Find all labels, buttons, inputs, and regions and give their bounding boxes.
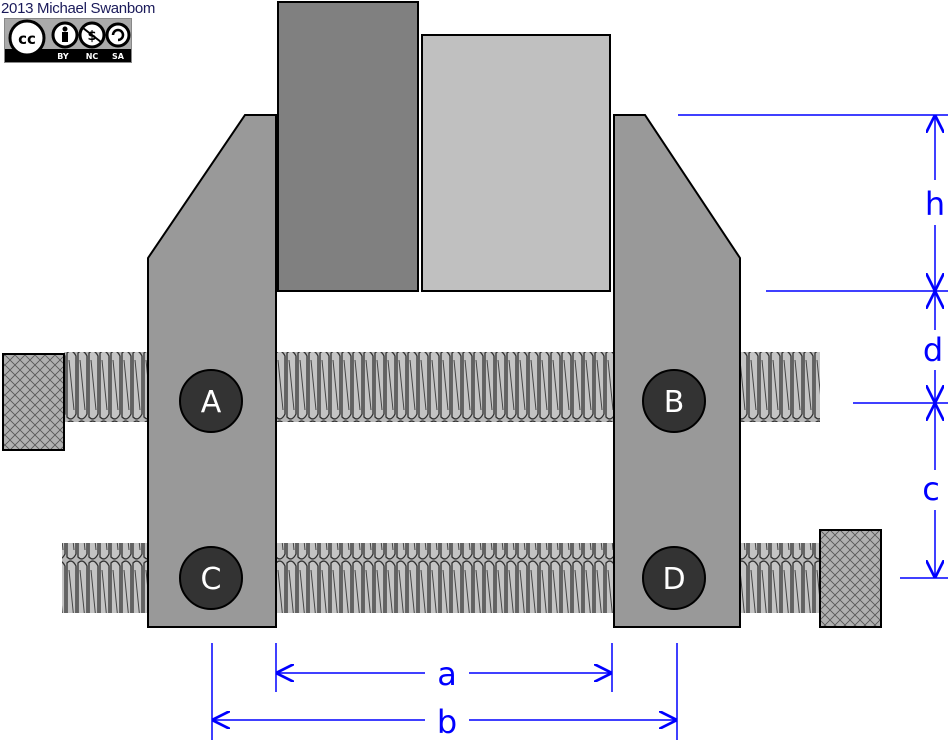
- copyright-credit: 2013 Michael Swanbom: [1, 0, 156, 17]
- pin-a: A: [179, 369, 243, 433]
- svg-text:B: B: [664, 385, 685, 420]
- svg-text:D: D: [662, 562, 685, 597]
- bottom-right-knob[interactable]: [819, 529, 882, 628]
- dim-c-label: c: [922, 470, 940, 508]
- pin-b: B: [642, 369, 706, 433]
- top-left-knob[interactable]: [2, 353, 65, 451]
- dim-h-label: h: [925, 185, 945, 223]
- dark-block: [277, 1, 419, 292]
- svg-text:A: A: [201, 385, 222, 420]
- dim-a-label: a: [437, 655, 457, 693]
- by-label: BY: [57, 52, 69, 61]
- light-block: [421, 34, 611, 292]
- by-icon: [51, 21, 79, 49]
- pin-c: C: [179, 546, 243, 610]
- svg-text:C: C: [201, 562, 222, 597]
- svg-text:$: $: [87, 29, 96, 44]
- cc-icon: cc: [8, 19, 46, 57]
- sa-label: SA: [112, 52, 125, 61]
- dim-d-label: d: [923, 331, 943, 369]
- nc-label: NC: [86, 52, 99, 61]
- svg-text:cc: cc: [18, 30, 36, 48]
- dim-b-label: b: [437, 703, 457, 740]
- sa-icon: [105, 22, 131, 48]
- nc-icon: $: [78, 21, 106, 49]
- pin-d: D: [642, 546, 706, 610]
- cc-license-badge: cc $ BY NC SA: [4, 18, 132, 63]
